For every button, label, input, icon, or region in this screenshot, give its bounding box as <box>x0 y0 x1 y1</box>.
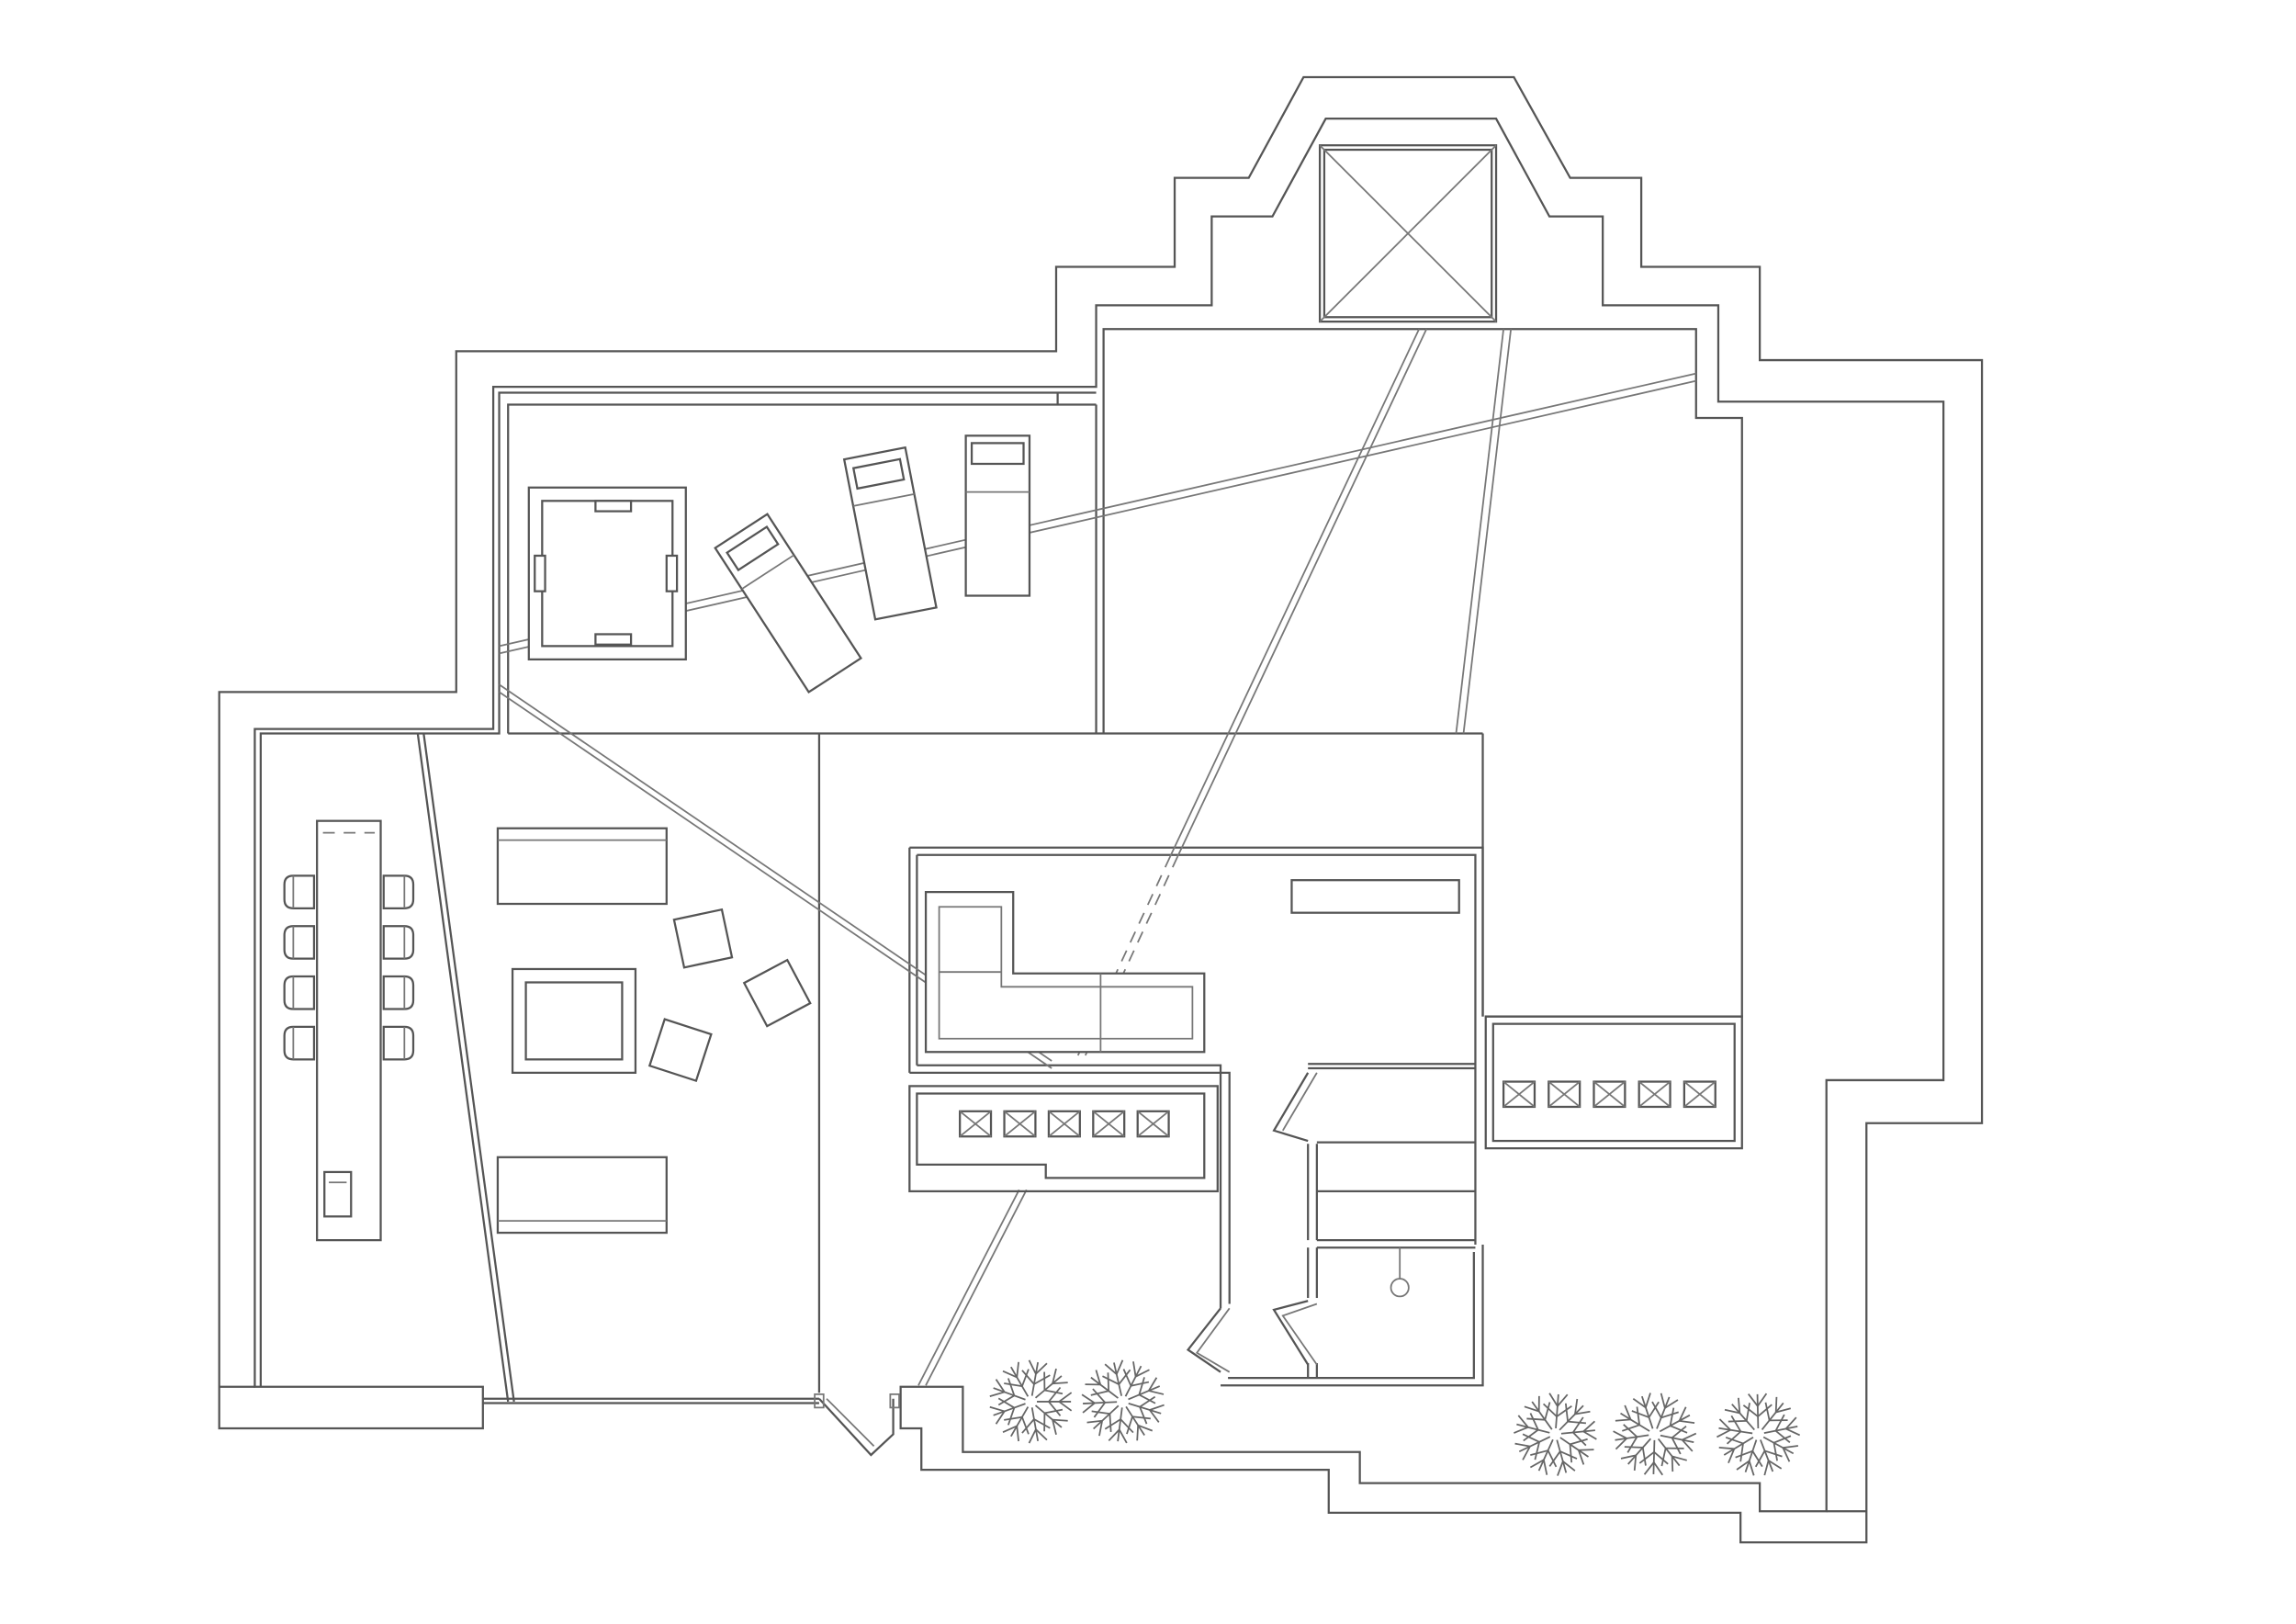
dining-chair <box>382 975 415 1010</box>
skylight-unit <box>1502 1080 1536 1109</box>
diagonal-lines <box>499 328 1696 1386</box>
living-area <box>496 827 812 1235</box>
doors <box>814 1072 1410 1457</box>
tree <box>1081 1359 1165 1444</box>
skylight-unit <box>959 1110 993 1138</box>
dining-chair <box>283 874 316 909</box>
skylight <box>1318 144 1498 323</box>
dining-chair <box>382 925 415 960</box>
dining-chair <box>283 1025 316 1061</box>
skylight-units-left <box>959 1110 1170 1138</box>
kitchen <box>924 879 1460 1054</box>
dining-chair <box>382 874 415 909</box>
dining-chair <box>283 925 316 960</box>
outer-boundary <box>218 75 1984 1544</box>
dining-chairs-left <box>283 874 316 1061</box>
sun-lounger-1 <box>714 513 862 694</box>
l-sofa <box>924 890 1206 1054</box>
tree <box>1716 1393 1801 1476</box>
tree <box>1613 1393 1697 1476</box>
skylight-unit <box>1593 1080 1626 1109</box>
armchair-2 <box>742 958 812 1028</box>
dining-chair <box>382 1025 415 1061</box>
hot-tub <box>527 486 687 660</box>
counter <box>1290 879 1460 914</box>
skylight-unit <box>1136 1110 1170 1138</box>
dining-chairs-right <box>382 874 415 1061</box>
dining-table <box>316 819 382 1242</box>
skylight-unit <box>1683 1080 1716 1109</box>
dining-set <box>283 819 415 1242</box>
skylight-units-right <box>1502 1080 1716 1109</box>
tree <box>1514 1393 1597 1476</box>
skylight-unit <box>1548 1080 1581 1109</box>
sun-lounger-2 <box>842 445 938 621</box>
tree <box>989 1359 1073 1444</box>
planter-left <box>908 1085 1219 1193</box>
armchair-3 <box>647 1018 713 1083</box>
trees <box>989 1359 1801 1476</box>
armchair-1 <box>672 908 734 969</box>
skylight-unit <box>1638 1080 1671 1109</box>
skylight-unit <box>1003 1110 1037 1138</box>
skylight-unit <box>1092 1110 1126 1138</box>
interior-walls <box>259 328 1743 1404</box>
dining-chair <box>283 975 316 1010</box>
skylight-unit <box>1047 1110 1081 1138</box>
sun-lounger-3 <box>964 434 1031 597</box>
sun-loungers <box>714 434 1031 694</box>
